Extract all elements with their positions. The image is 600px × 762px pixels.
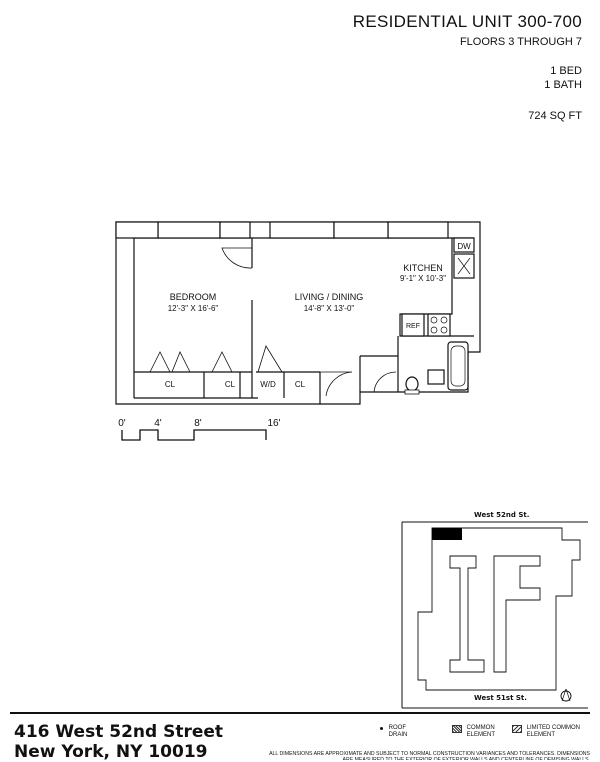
bathtub	[447, 341, 469, 391]
kitchen-counter	[399, 238, 474, 337]
sink-detail	[457, 257, 471, 275]
dishwasher	[453, 237, 475, 253]
room-dims-living: 14'-8" X 13'-0"	[304, 304, 355, 313]
sqft-label: 724 SQ FT	[528, 110, 582, 122]
scale-label-16: 16'	[267, 418, 280, 429]
room-name-living: LIVING / DINING	[295, 292, 364, 302]
address-line-2: New York, NY 10019	[14, 742, 208, 762]
closet-doors	[149, 345, 283, 373]
window	[219, 221, 251, 239]
bath-walls	[359, 336, 399, 392]
roof-drain-icon	[380, 727, 383, 730]
entry-door	[320, 371, 353, 397]
window	[269, 221, 335, 239]
bathtub-inner	[450, 345, 466, 387]
closet-label: CL	[225, 380, 236, 389]
closet-walls	[134, 371, 321, 404]
window	[387, 221, 449, 239]
ref-label: REF	[406, 323, 420, 330]
unit-title: RESIDENTIAL UNIT 300-700	[352, 12, 582, 31]
room-dims-bedroom: 12'-3" X 16'-6"	[168, 304, 219, 313]
closet-label: CL	[165, 380, 176, 389]
toilet	[405, 376, 419, 392]
legend-roof-drain: ROOF DRAIN	[380, 725, 411, 739]
vanity	[427, 369, 445, 385]
dimensions-note: ALL DIMENSIONS ARE APPROXIMATE AND SUBJE…	[269, 751, 590, 760]
baths-label: 1 BATH	[544, 79, 582, 91]
unit-location-marker	[432, 528, 462, 540]
room-name-bedroom: BEDROOM	[170, 292, 217, 302]
site-key-plan	[401, 521, 588, 709]
door-swing	[221, 247, 253, 269]
street-bottom-label: West 51st St.	[474, 694, 527, 702]
stove	[427, 313, 451, 337]
common-element-swatch-icon	[452, 725, 462, 733]
wd-label: W/D	[260, 380, 276, 389]
window	[157, 221, 221, 239]
limited-element-swatch-icon	[512, 725, 522, 733]
scale-label-0: 0'	[118, 418, 126, 429]
legend-limited: LIMITED COMMON ELEMENT	[512, 725, 589, 739]
refrigerator	[401, 313, 425, 337]
closet-label: CL	[295, 380, 306, 389]
stove-burners	[430, 316, 448, 334]
scale-label-8: 8'	[194, 418, 202, 429]
scale-label-4: 4'	[154, 418, 162, 429]
bed-bath-info: 1 BED 1 BATH	[544, 64, 582, 92]
dw-label: DW	[457, 242, 471, 251]
beds-label: 1 BED	[550, 65, 582, 77]
room-dims-kitchen: 9'-1" X 10'-3"	[400, 274, 446, 283]
outer-wall	[115, 221, 481, 405]
address-line-1: 416 West 52nd Street	[14, 722, 224, 742]
room-name-kitchen: KITCHEN	[403, 263, 443, 273]
toilet-tank	[404, 389, 420, 395]
floors-label: FLOORS 3 THROUGH 7	[459, 36, 582, 48]
window	[333, 221, 389, 239]
street-top-label: West 52nd St.	[474, 511, 529, 519]
window	[115, 221, 159, 239]
legend-common: COMMON ELEMENT	[452, 725, 501, 739]
north-arrow-icon	[560, 690, 572, 702]
scale-bar	[121, 429, 267, 441]
bath-door	[373, 371, 397, 393]
